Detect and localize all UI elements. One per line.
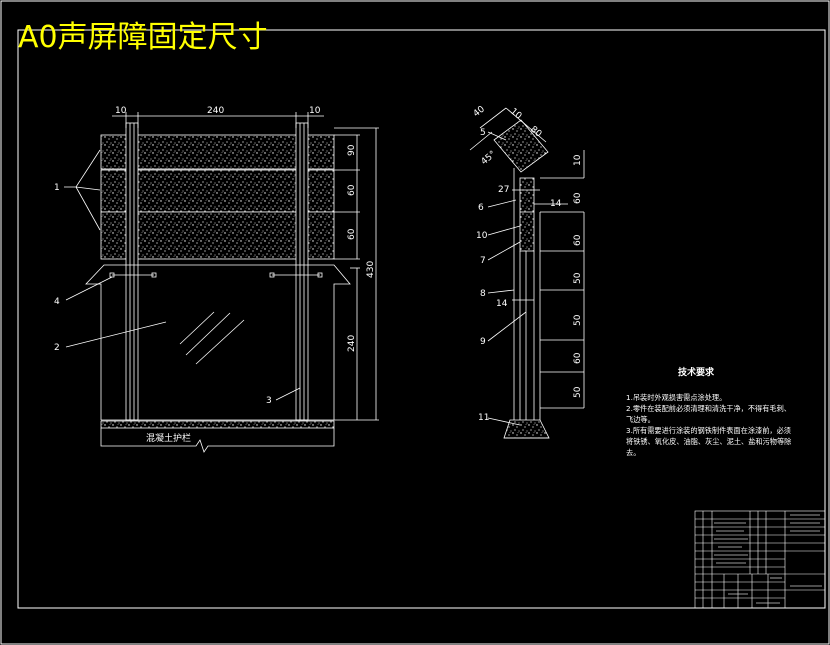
dim-seg-2: 50: [573, 314, 583, 326]
tech-heading: 技术要求: [678, 368, 715, 378]
dim-top-b: 10: [508, 107, 523, 122]
dim-top-a: 40: [472, 104, 487, 119]
callout-9: 9: [480, 337, 486, 347]
dim-14a: 14: [550, 199, 562, 209]
inner-frame: [17, 29, 826, 609]
drawing-title: A0声屏障固定尺寸: [18, 20, 268, 55]
side-view: [469, 107, 585, 439]
dim-h2: 60: [347, 184, 357, 196]
callout-2: 2: [54, 343, 60, 353]
tech-item-2: 2.零件在装配前必须清理和清洗干净，不得有毛刺、飞边等。: [626, 404, 791, 424]
callout-6: 6: [478, 203, 484, 213]
dim-h1: 90: [347, 144, 357, 156]
callout-11: 11: [478, 413, 489, 423]
dim-60a: 60: [573, 192, 583, 204]
dim-h3: 60: [347, 228, 357, 240]
base-label: 混凝土护栏: [146, 432, 191, 444]
dim-seg-3: 60: [573, 352, 583, 364]
dim-glass: 240: [347, 335, 357, 352]
callout-4: 4: [54, 297, 60, 307]
dim-seg-4: 50: [573, 386, 583, 398]
callout-8: 8: [480, 289, 486, 299]
dim-27: 27: [498, 185, 509, 195]
dim-seg-1: 50: [573, 272, 583, 284]
tech-item-1: 1.吊装时外观损害需点涂处理。: [626, 393, 727, 402]
callout-10: 10: [476, 231, 488, 241]
dim-10: 10: [573, 154, 583, 166]
panel-bottom: [100, 211, 335, 260]
dim-angle: 45°: [480, 149, 499, 167]
title-block: [694, 510, 826, 609]
tech-item-3: 3.所有需要进行涂装的钢铁制件表面在涂漆前，必须将铁锈、氧化皮、油脂、灰尘、泥土…: [626, 426, 792, 457]
callout-7: 7: [480, 256, 486, 266]
panel-top: [100, 134, 335, 170]
dim-total: 430: [366, 261, 376, 278]
dim-60b: 60: [573, 234, 583, 246]
callout-3: 3: [266, 396, 272, 406]
tech-requirements: 技术要求 1.吊装时外观损害需点涂处理。 2.零件在装配前必须清理和清洗干净，不…: [626, 368, 798, 458]
dim-span: 240: [207, 106, 224, 116]
dim-14b: 14: [496, 299, 508, 309]
callout-1: 1: [54, 183, 60, 193]
dim-left-post: 10: [115, 106, 127, 116]
panel-middle: [100, 169, 335, 213]
front-view: [64, 112, 379, 453]
dim-right-post: 10: [309, 106, 321, 116]
callout-5: 5: [480, 128, 486, 138]
